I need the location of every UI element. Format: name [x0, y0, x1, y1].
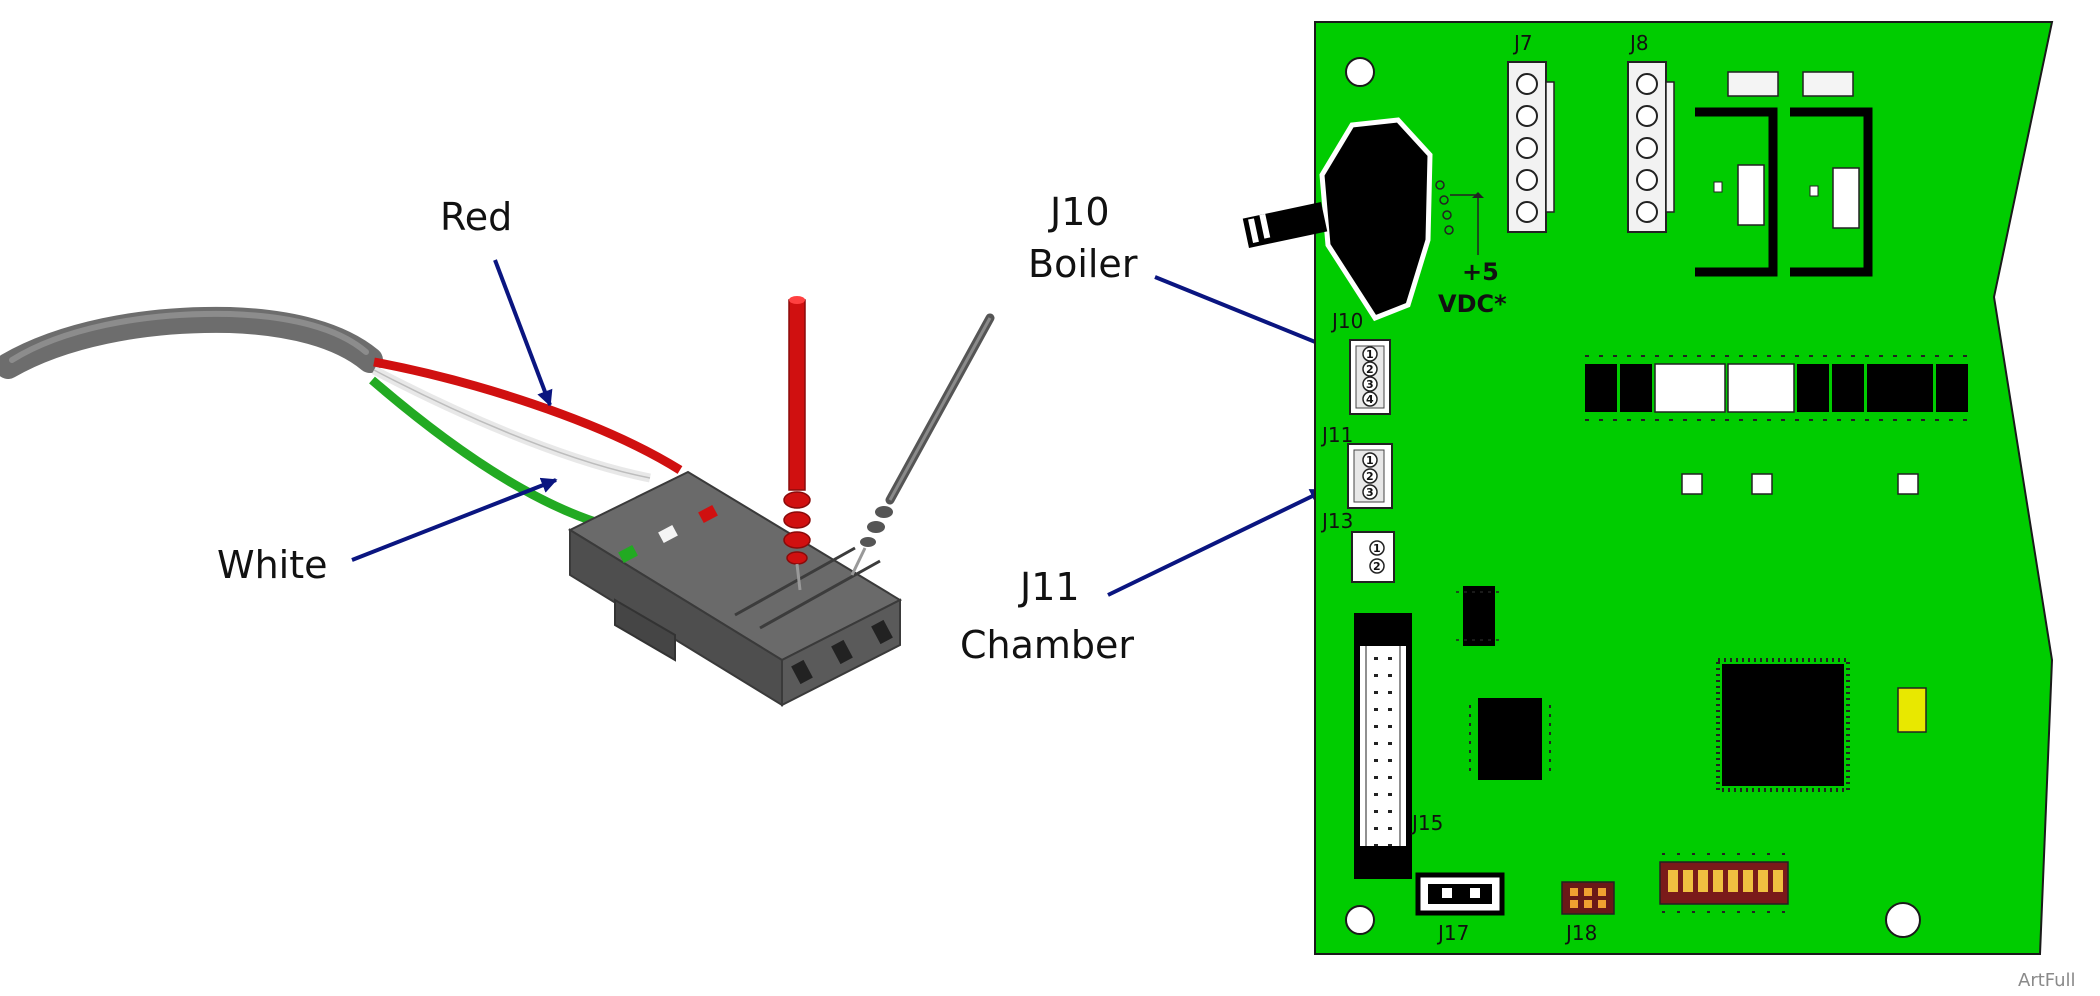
led — [1751, 473, 1773, 495]
j13-connector: J13 1 2 — [1320, 509, 1395, 583]
j11-callout-subtitle: Chamber — [960, 623, 1134, 667]
j7-connector: J7 — [1507, 31, 1555, 233]
white-wire-label: White — [217, 543, 328, 587]
j10-connector: J10 1 2 3 4 — [1330, 309, 1391, 415]
j17-label: J17 — [1436, 921, 1469, 945]
vdc-label-line1: +5 — [1462, 258, 1499, 286]
j13-pin-2: 2 — [1373, 560, 1381, 573]
j7-label: J7 — [1512, 31, 1533, 55]
j10-pin-1: 1 — [1366, 348, 1374, 361]
dip-switch — [1659, 853, 1789, 913]
relay-footprint — [1790, 71, 1873, 277]
j8-connector: J8 — [1627, 31, 1675, 233]
resistor-array-row — [1585, 355, 1968, 421]
yellow-capacitor — [1897, 687, 1927, 733]
j10-pin-3: 3 — [1366, 378, 1374, 391]
microcontroller-chip — [1716, 658, 1850, 792]
j11-pin-1: 1 — [1366, 454, 1374, 467]
white-wire — [371, 366, 651, 483]
art-credit: ArtFull — [2018, 970, 2076, 991]
mounting-hole — [1885, 902, 1921, 938]
j18-label: J18 — [1564, 921, 1597, 945]
j11-pin-2: 2 — [1366, 470, 1374, 483]
red-wire-arrow — [493, 259, 553, 407]
j10-callout-arrow — [1154, 275, 1337, 353]
vdc-label-line2: VDC* — [1438, 290, 1507, 318]
j17-connector: J17 — [1415, 872, 1505, 945]
wire-connector-housing — [567, 470, 903, 707]
circuit-board: J7 J8 — [1242, 21, 2054, 955]
red-wire — [373, 357, 683, 474]
relay-footprint — [1695, 71, 1779, 277]
cable-jacket — [0, 306, 383, 379]
wire-harness-illustration: Red White — [0, 195, 995, 707]
j11-pin-3: 3 — [1366, 486, 1374, 499]
mounting-hole — [1345, 57, 1375, 87]
led — [1681, 473, 1703, 495]
j10-callout-subtitle: Boiler — [1028, 242, 1138, 286]
gray-probe-pin — [850, 313, 995, 576]
pressure-sensor: +5 VDC* — [1242, 117, 1507, 322]
j10-board-label: J10 — [1330, 309, 1363, 333]
led — [1897, 473, 1919, 495]
j10-pin-4: 4 — [1366, 393, 1374, 406]
j13-board-label: J13 — [1320, 509, 1353, 533]
j10-pin-2: 2 — [1366, 363, 1374, 376]
j11-callout-arrow — [1107, 488, 1327, 597]
j18-header: J18 — [1561, 881, 1615, 945]
mounting-hole — [1345, 905, 1375, 935]
j8-label: J8 — [1628, 31, 1649, 55]
j11-connector: J11 1 2 3 — [1320, 423, 1393, 509]
red-probe-pin — [783, 296, 811, 591]
j13-pin-1: 1 — [1373, 542, 1381, 555]
j15-label: J15 — [1410, 811, 1443, 835]
small-ic — [1456, 586, 1502, 646]
medium-ic — [1469, 698, 1551, 780]
j11-callout-title: J11 — [1018, 565, 1080, 609]
red-wire-label: Red — [440, 195, 512, 239]
board-callouts: J10 Boiler J11 Chamber — [960, 190, 1337, 667]
j10-callout-title: J10 — [1048, 190, 1110, 234]
white-wire-arrow — [351, 477, 558, 562]
j15-header: J15 — [1354, 613, 1443, 879]
green-wire — [369, 376, 607, 530]
